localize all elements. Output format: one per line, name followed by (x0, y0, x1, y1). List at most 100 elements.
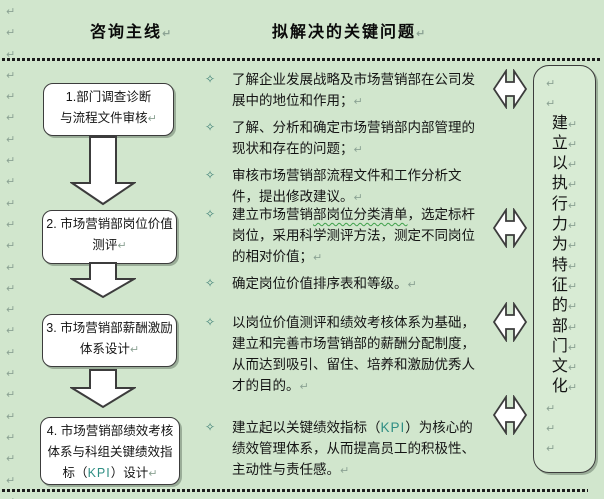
column-title-text: 拟解决的关键问题 (272, 24, 417, 41)
text-line: 体系与科组关键绩效指 (41, 442, 179, 463)
vertical-char: 征 (551, 276, 568, 294)
vertical-char: 的 (551, 297, 568, 315)
vertical-row: ↵ (534, 398, 595, 418)
pilcrow-icon: ↵ (353, 143, 363, 156)
bullet-item: ✧ 建立起以关键绩效指标（KPI）为核心的绩效管理体系，从而提高员工的积极性、主动… (205, 417, 503, 481)
text-segment: ）设计 (110, 466, 149, 480)
text-segment: 2. 市场营销部岗位价值 (46, 217, 173, 231)
pilcrow-icon: ↵ (6, 132, 16, 146)
vertical-row: ↵ (534, 93, 595, 113)
pilcrow-icon: ↵ (567, 158, 578, 172)
vertical-char: 化 (551, 378, 568, 396)
double-arrow-icon[interactable] (493, 69, 527, 109)
text-line: 绩效管理体系，从而提高员工的积极性、 (232, 438, 503, 459)
pilcrow-icon: ↵ (6, 473, 16, 487)
goal-box-execution-culture[interactable]: ↵↵建↵立↵以↵执↵行↵力↵为↵特↵征↵的↵部↵门↵文↵化↵↵↵↵ (533, 65, 596, 473)
text-segment: 建立和完善市场营销部的薪酬分配制度， (232, 336, 475, 351)
dotted-divider-top (2, 58, 602, 61)
pilcrow-icon: ↵ (6, 491, 15, 499)
pilcrow-icon: ↵ (6, 239, 16, 253)
pilcrow-icon: ↵ (567, 239, 578, 253)
double-arrow-icon[interactable] (493, 395, 527, 435)
text-line: 与流程文件审核↵ (44, 108, 173, 129)
vertical-char: 力 (551, 216, 568, 234)
text-segment: 标（ (62, 466, 88, 480)
pilcrow-icon: ↵ (546, 442, 556, 456)
key-problems-group-2: ✧ 建立市场营销部岗位分类清单，选定标杆岗位，采用科学测评方法，测定不同岗位的相对… (205, 204, 503, 300)
key-problems-group-3: ✧以岗位价值测评和绩效考核体系为基础，建立和完善市场营销部的薪酬分配制度，从而达… (205, 312, 503, 402)
vertical-char: 特 (551, 256, 568, 274)
pilcrow-icon: ↵ (148, 467, 158, 480)
bullet-item-lines: 以岗位价值测评和绩效考核体系为基础，建立和完善市场营销部的薪酬分配制度，从而达到… (232, 312, 503, 397)
text-segment: 体系与科组关键绩效指 (47, 445, 173, 459)
down-arrow-icon[interactable] (70, 369, 136, 409)
text-line: 现状和存在的问题；↵ (232, 138, 503, 160)
pilcrow-icon: ↵ (567, 137, 578, 151)
text-segment: 审核市场营销部流程文件和工作分析文 (232, 168, 462, 183)
pilcrow-icon: ↵ (353, 95, 363, 108)
bullet-item-lines: 了解、分析和确定市场营销部内部管理的现状和存在的问题；↵ (232, 117, 503, 160)
dotted-divider-bottom (2, 489, 588, 492)
flow-box-2-position-value-evaluation[interactable]: 2. 市场营销部岗位价值测评↵ (42, 210, 177, 264)
pilcrow-icon: ↵ (6, 68, 16, 82)
vertical-row: ↵ (534, 418, 595, 438)
vertical-row: 以↵ (534, 154, 595, 174)
text-segment: KPI (87, 466, 111, 480)
vertical-row: ↵ (534, 73, 595, 93)
text-line: 建立和完善市场营销部的薪酬分配制度， (232, 333, 503, 354)
text-line: 了解企业发展战略及市场营销部在公司发 (232, 69, 503, 90)
text-segment: 与流程文件审核 (60, 111, 148, 125)
vertical-row: 化↵ (534, 377, 595, 397)
pilcrow-icon: ↵ (6, 90, 16, 104)
vertical-char: 执 (551, 175, 568, 193)
text-line: 主动性与责任感。↵ (232, 459, 503, 481)
pilcrow-icon: ↵ (6, 196, 16, 210)
bullet-item-lines: 建立市场营销部岗位分类清单，选定标杆岗位，采用科学测评方法，测定不同岗位的相对价… (232, 204, 503, 268)
vertical-row: 行↵ (534, 195, 595, 215)
vertical-char: 文 (551, 358, 568, 376)
pilcrow-icon: ↵ (546, 401, 556, 415)
bullet-item: ✧ 建立市场营销部岗位分类清单，选定标杆岗位，采用科学测评方法，测定不同岗位的相对… (205, 204, 503, 268)
bullet-item: ✧审核市场营销部流程文件和工作分析文件，提出修改建议。↵ (205, 165, 503, 208)
text-line: 建立市场营销部岗位分类清单，选定标杆 (232, 204, 503, 225)
text-line: 体系设计↵ (43, 339, 176, 360)
pilcrow-icon: ↵ (129, 343, 140, 356)
diamond-bullet-icon: ✧ (205, 72, 216, 86)
column-title-consulting-mainline: 咨询主线↵ (90, 18, 173, 42)
pilcrow-icon: ↵ (567, 300, 578, 314)
pilcrow-icon: ↵ (567, 178, 578, 192)
pilcrow-icon: ↵ (567, 279, 578, 293)
pilcrow-icon: ↵ (147, 112, 157, 125)
flow-box-4-kpi-performance-design[interactable]: 4. 市场营销部绩效考核体系与科组关键绩效指标（KPI）设计↵ (40, 417, 180, 485)
text-line: 以岗位价值测评和绩效考核体系为基础， (232, 312, 503, 333)
down-arrow-icon[interactable] (70, 136, 136, 206)
vertical-row: 为↵ (534, 235, 595, 255)
flow-box-3-compensation-incentive-design[interactable]: 3. 市场营销部薪酬激励体系设计↵ (42, 314, 177, 367)
pilcrow-icon: ↵ (6, 303, 16, 317)
bullet-item-lines: 了解企业发展战略及市场营销部在公司发展中的地位和作用；↵ (232, 69, 503, 112)
diamond-bullet-icon: ✧ (205, 207, 216, 221)
down-arrow-icon[interactable] (70, 262, 136, 299)
pilcrow-icon: ↵ (6, 5, 16, 18)
bullet-item-lines: 建立起以关键绩效指标（KPI）为核心的绩效管理体系，从而提高员工的积极性、主动性… (232, 417, 503, 481)
vertical-row: 征↵ (534, 276, 595, 296)
text-line: 岗位，采用科学测评方法，测定不同岗位 (232, 225, 503, 246)
pilcrow-icon: ↵ (546, 422, 556, 436)
key-problems-group-1: ✧了解企业发展战略及市场营销部在公司发展中的地位和作用；↵✧了解、分析和确定市场… (205, 69, 503, 213)
text-segment: 了解企业发展战略及市场营销部在公司发 (232, 72, 475, 87)
double-arrow-icon[interactable] (493, 208, 527, 248)
vertical-row: 执↵ (534, 174, 595, 194)
pilcrow-icon: ↵ (6, 409, 16, 423)
vertical-row: 建↵ (534, 114, 595, 134)
text-segment: 现状和存在的问题； (232, 141, 354, 156)
double-arrow-icon[interactable] (493, 302, 527, 342)
bullet-item: ✧确定岗位价值排序表和等级。↵ (205, 273, 503, 295)
vertical-row: ↵ (534, 438, 595, 458)
text-segment: 展中的地位和作用； (232, 93, 354, 108)
text-segment: 绩效管理体系，从而提高员工的积极性、 (232, 441, 475, 456)
text-segment: 确定岗位价值排序表和等级。 (232, 276, 408, 291)
diamond-bullet-icon: ✧ (205, 420, 216, 434)
vertical-char: 为 (551, 236, 568, 254)
flow-box-1-department-survey[interactable]: 1.部门调查诊断与流程文件审核↵ (43, 83, 174, 136)
vertical-char: 门 (551, 337, 568, 355)
